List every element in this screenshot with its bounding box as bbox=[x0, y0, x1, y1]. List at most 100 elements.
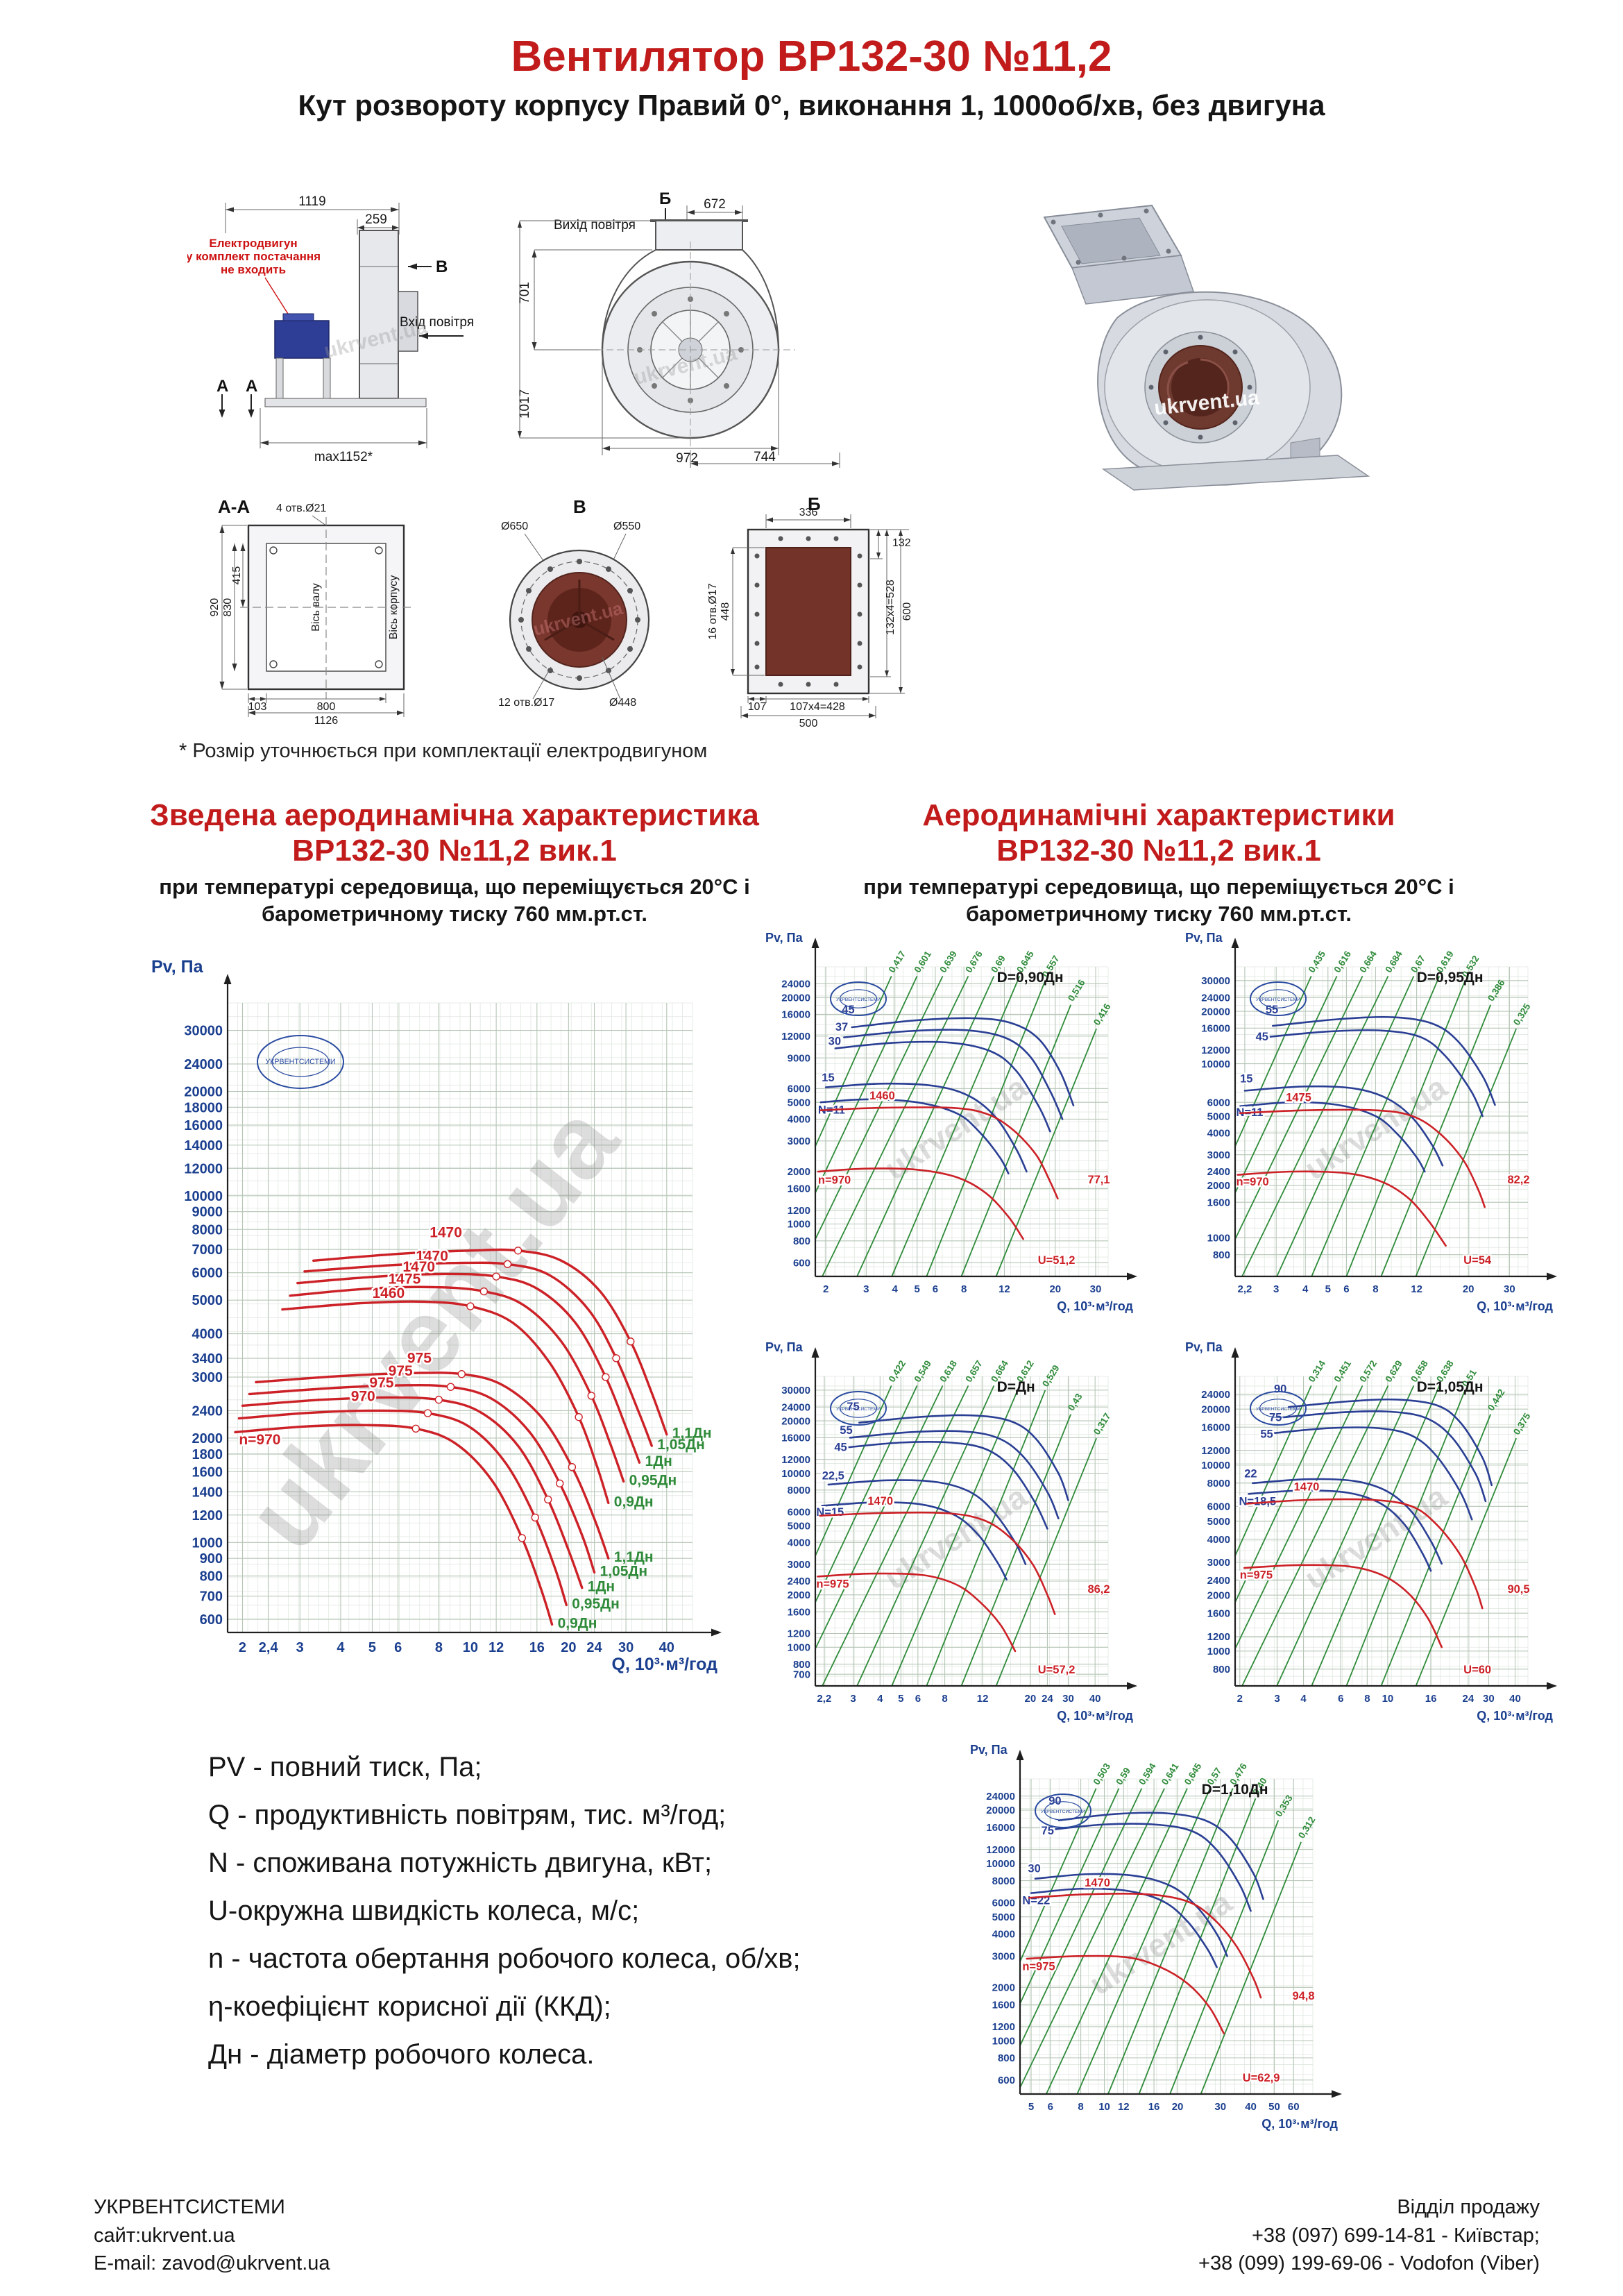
svg-text:16000: 16000 bbox=[986, 1822, 1015, 1834]
svg-text:U=54: U=54 bbox=[1463, 1254, 1492, 1267]
conditions-line1: при температурі середовища, що переміщує… bbox=[159, 875, 750, 900]
flange-bolts bbox=[1051, 208, 1171, 265]
svg-text:20000: 20000 bbox=[781, 992, 810, 1004]
svg-text:4: 4 bbox=[337, 1640, 345, 1655]
svg-text:22: 22 bbox=[1244, 1467, 1257, 1480]
svg-text:800: 800 bbox=[200, 1569, 223, 1585]
outlet-duct bbox=[655, 220, 743, 251]
svg-text:45: 45 bbox=[1256, 1031, 1268, 1043]
svg-text:3000: 3000 bbox=[1207, 1557, 1230, 1569]
motor-note-line1: Електродвигун bbox=[209, 237, 297, 250]
svg-text:0,601: 0,601 bbox=[912, 949, 933, 974]
svg-text:975: 975 bbox=[407, 1350, 432, 1366]
svg-text:16000: 16000 bbox=[184, 1118, 223, 1133]
svg-text:0,676: 0,676 bbox=[963, 949, 985, 974]
dim-448: 448 bbox=[720, 602, 731, 621]
dim-701: 701 bbox=[518, 282, 532, 304]
drawing-view-v: В Ø650 Ø550 Ø448 12 отв.Ø17 ukrvent.ua bbox=[498, 496, 650, 709]
svg-text:5: 5 bbox=[368, 1640, 376, 1655]
svg-text:0,618: 0,618 bbox=[937, 1358, 959, 1384]
svg-text:12000: 12000 bbox=[1201, 1045, 1230, 1056]
svg-text:УКРВЕНТСИСТЕМИ: УКРВЕНТСИСТЕМИ bbox=[1256, 997, 1300, 1002]
conditions-line2: барометричному тиску 760 мм.рт.ст. bbox=[966, 901, 1352, 926]
svg-text:1,1Дн: 1,1Дн bbox=[614, 1549, 654, 1565]
svg-text:0,684: 0,684 bbox=[1383, 949, 1404, 974]
sales-phone-1: +38 (097) 699-14-81 - Київстар; bbox=[1252, 2224, 1540, 2247]
svg-text:8: 8 bbox=[1373, 1283, 1378, 1295]
view-title: В bbox=[573, 496, 586, 517]
svg-text:10: 10 bbox=[1098, 2101, 1110, 2113]
svg-text:50: 50 bbox=[1268, 2101, 1280, 2113]
svg-text:8: 8 bbox=[942, 1693, 947, 1705]
svg-text:6: 6 bbox=[933, 1283, 938, 1295]
base-frame bbox=[264, 398, 427, 407]
svg-text:1Дн: 1Дн bbox=[588, 1579, 615, 1595]
svg-text:600: 600 bbox=[793, 1257, 810, 1269]
svg-text:16000: 16000 bbox=[781, 1433, 810, 1444]
svg-text:1000: 1000 bbox=[1207, 1233, 1230, 1244]
svg-text:2000: 2000 bbox=[992, 1982, 1015, 1994]
svg-text:2400: 2400 bbox=[1207, 1575, 1230, 1587]
svg-text:20000: 20000 bbox=[781, 1415, 810, 1427]
svg-text:0,503: 0,503 bbox=[1091, 1761, 1113, 1787]
svg-text:18000: 18000 bbox=[184, 1100, 223, 1115]
legend-line: Дн - діаметр робочого колеса. bbox=[208, 2039, 595, 2070]
svg-text:6: 6 bbox=[1048, 2101, 1053, 2113]
svg-text:15: 15 bbox=[1240, 1073, 1252, 1086]
svg-text:2: 2 bbox=[823, 1283, 829, 1295]
svg-text:12: 12 bbox=[977, 1693, 989, 1705]
chart-d-105: ukrvent.ua0,3140,4510,5720,6290,6580,638… bbox=[1180, 1336, 1561, 1732]
svg-text:УКРВЕНТСИСТЕМИ: УКРВЕНТСИСТЕМИ bbox=[1256, 1407, 1300, 1412]
svg-text:2400: 2400 bbox=[788, 1576, 810, 1587]
svg-text:УКРВЕНТСИСТЕМИ: УКРВЕНТСИСТЕМИ bbox=[265, 1058, 335, 1066]
view-b-arrow bbox=[408, 263, 417, 270]
svg-text:8000: 8000 bbox=[788, 1485, 810, 1496]
svg-text:0,375: 0,375 bbox=[1511, 1411, 1533, 1437]
svg-text:10000: 10000 bbox=[781, 1468, 810, 1480]
svg-text:20000: 20000 bbox=[1201, 1403, 1230, 1415]
svg-text:30: 30 bbox=[618, 1640, 634, 1655]
svg-text:12: 12 bbox=[1411, 1283, 1422, 1295]
svg-text:N=18,5: N=18,5 bbox=[1239, 1495, 1276, 1508]
svg-text:0,314: 0,314 bbox=[1307, 1358, 1328, 1384]
svg-text:D=1,05Дн: D=1,05Дн bbox=[1417, 1379, 1484, 1395]
svg-text:1600: 1600 bbox=[788, 1606, 810, 1618]
svg-text:3000: 3000 bbox=[788, 1559, 810, 1571]
svg-text:6000: 6000 bbox=[192, 1266, 223, 1281]
dim-d650: Ø650 bbox=[501, 521, 528, 532]
svg-text:5: 5 bbox=[915, 1283, 920, 1295]
svg-text:3000: 3000 bbox=[992, 1951, 1015, 1963]
svg-text:4: 4 bbox=[1302, 1283, 1309, 1295]
svg-text:2000: 2000 bbox=[1207, 1589, 1230, 1601]
svg-text:82,2: 82,2 bbox=[1507, 1174, 1529, 1186]
svg-text:8: 8 bbox=[1078, 2101, 1083, 2113]
svg-text:10000: 10000 bbox=[986, 1858, 1015, 1870]
svg-text:2,2: 2,2 bbox=[817, 1693, 831, 1705]
svg-text:12000: 12000 bbox=[986, 1844, 1015, 1856]
svg-text:20000: 20000 bbox=[986, 1805, 1015, 1816]
svg-text:1470: 1470 bbox=[1294, 1480, 1320, 1493]
svg-text:УКРВЕНТСИСТЕМИ: УКРВЕНТСИСТЕМИ bbox=[1041, 1809, 1085, 1814]
svg-text:0,616: 0,616 bbox=[1332, 949, 1353, 974]
svg-text:2400: 2400 bbox=[192, 1403, 223, 1419]
svg-text:3000: 3000 bbox=[788, 1136, 810, 1147]
svg-text:U=62,9: U=62,9 bbox=[1243, 2072, 1280, 2084]
svg-text:6000: 6000 bbox=[1207, 1501, 1230, 1513]
svg-text:40: 40 bbox=[1509, 1693, 1521, 1705]
svg-text:2000: 2000 bbox=[192, 1431, 223, 1446]
sales-title: Відділ продажу bbox=[1397, 2196, 1540, 2218]
svg-text:16000: 16000 bbox=[1201, 1023, 1230, 1035]
svg-text:5: 5 bbox=[1028, 2101, 1034, 2113]
svg-text:Q, 10³·м³/год: Q, 10³·м³/год bbox=[1477, 1709, 1553, 1723]
svg-text:12000: 12000 bbox=[184, 1161, 223, 1176]
footer-company: УКРВЕНТСИСТЕМИ сайт:ukrvent.ua E-mail: z… bbox=[94, 2193, 330, 2278]
page-subtitle: Кут розвороту корпусу Правий 0°, виконан… bbox=[298, 89, 1325, 121]
page-title: Вентилятор ВР132-30 №11,2 bbox=[511, 33, 1112, 81]
housing-axis-label: Вісь корпусу bbox=[388, 575, 400, 639]
svg-text:16: 16 bbox=[529, 1640, 545, 1655]
dim-107: 107 bbox=[748, 701, 767, 713]
dim-800: 800 bbox=[317, 701, 336, 713]
svg-text:6: 6 bbox=[1338, 1693, 1343, 1705]
shaft-axis-label: Вісь валу bbox=[310, 583, 322, 632]
svg-text:16: 16 bbox=[1425, 1693, 1437, 1705]
